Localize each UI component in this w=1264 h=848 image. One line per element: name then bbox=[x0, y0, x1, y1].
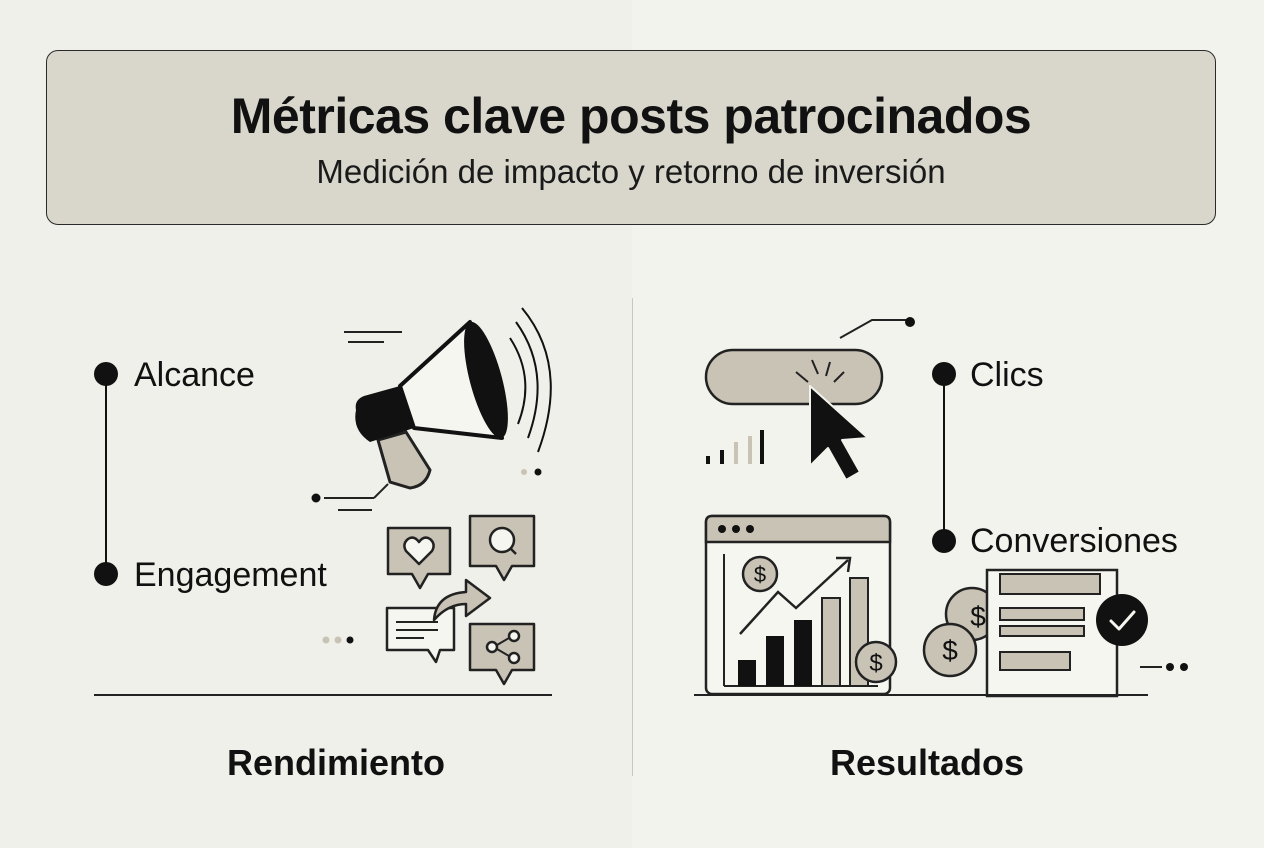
signal-bars-icon bbox=[706, 430, 764, 464]
left-bullet-1 bbox=[94, 362, 118, 386]
page-subtitle: Medición de impacto y retorno de inversi… bbox=[316, 153, 946, 190]
svg-text:$: $ bbox=[869, 650, 882, 677]
form-icon bbox=[985, 568, 1119, 698]
right-baseline bbox=[694, 694, 1148, 696]
svg-text:$: $ bbox=[942, 635, 958, 666]
heart-bubble-icon bbox=[386, 526, 452, 590]
dollar-coin-icon: $ $ bbox=[922, 586, 1000, 678]
section-title-resultados: Resultados bbox=[829, 742, 1025, 783]
share-bubble-icon bbox=[468, 622, 536, 686]
left-bullet-2 bbox=[94, 562, 118, 586]
right-bullet-1 bbox=[932, 362, 956, 386]
search-bubble-icon bbox=[468, 514, 536, 582]
svg-text:$: $ bbox=[970, 601, 986, 632]
right-connector-line bbox=[943, 374, 945, 540]
cursor-click-icon bbox=[704, 317, 915, 481]
metric-label-clics: Clics bbox=[970, 356, 1044, 394]
metric-label-conversiones: Conversiones bbox=[970, 522, 1178, 560]
right-bullet-2 bbox=[932, 529, 956, 553]
bar-chart-icon: $ $ bbox=[704, 514, 898, 696]
metric-label-alcance: Alcance bbox=[134, 356, 255, 394]
section-title-rendimiento: Rendimiento bbox=[226, 742, 445, 783]
checkmark-icon bbox=[1096, 594, 1148, 646]
arrow-forward-icon bbox=[432, 578, 492, 622]
left-connector-line bbox=[105, 374, 107, 574]
decorative-dots-right bbox=[1140, 663, 1188, 671]
page-title: Métricas clave posts patrocinados bbox=[230, 88, 1032, 144]
metric-label-engagement: Engagement bbox=[134, 556, 327, 594]
message-bubble-icon bbox=[385, 606, 456, 664]
header-banner: Métricas clave posts patrocinados Medici… bbox=[46, 50, 1216, 225]
megaphone-icon bbox=[344, 307, 552, 490]
decorative-connector bbox=[311, 483, 389, 511]
left-baseline bbox=[94, 694, 552, 696]
svg-text:$: $ bbox=[754, 562, 766, 587]
section-divider bbox=[632, 298, 633, 776]
decorative-dots-left bbox=[322, 636, 354, 644]
